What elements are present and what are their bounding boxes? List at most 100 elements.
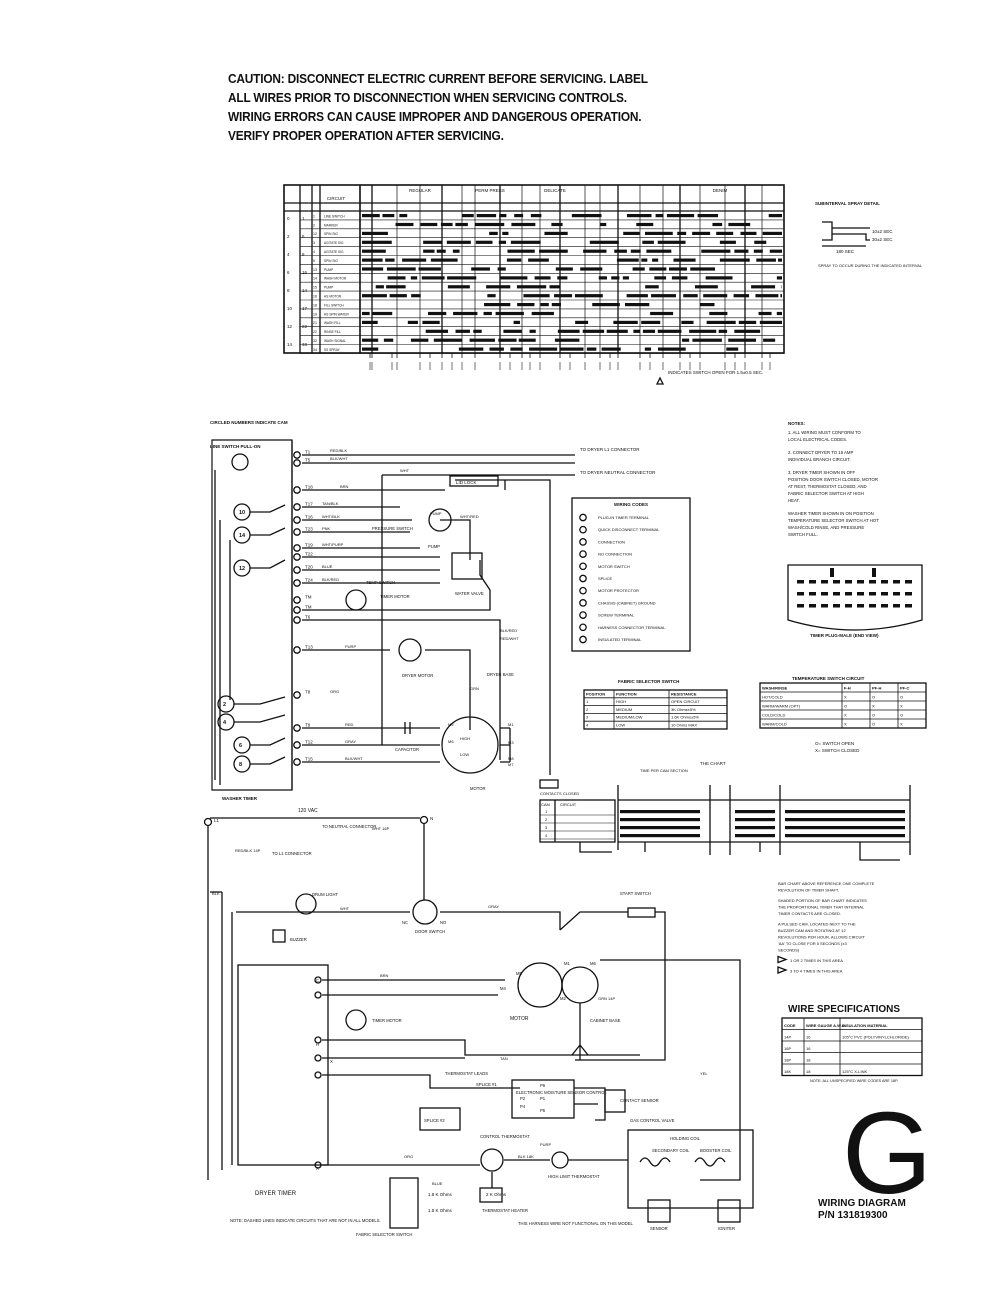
plug-pin xyxy=(845,592,852,596)
chart-bar xyxy=(575,320,589,324)
cam-number: 2 xyxy=(223,702,226,708)
temp-cell: X xyxy=(844,722,847,727)
chart-bar xyxy=(719,240,736,244)
motor-terminal-label: HIGH xyxy=(460,736,470,741)
diagram-reference: WIRING DIAGRAM P/N 131819300 xyxy=(818,1198,906,1222)
dryer-motor xyxy=(517,962,563,1008)
dryer-terminal-label: C xyxy=(316,978,319,983)
wire-spec-cell: 16P xyxy=(784,1046,791,1051)
lid-lock xyxy=(449,475,499,487)
subinterval-note: SPRAY TO OCCUR DURING THE INDICATED INTE… xyxy=(818,263,923,268)
note-line: LOCAL ELECTRICAL CODES. xyxy=(788,437,847,442)
chart-bar xyxy=(645,231,673,235)
wire-specs-title: WIRE SPECIFICATIONS xyxy=(788,1004,901,1015)
chart-bar xyxy=(423,249,435,253)
plug-pin xyxy=(797,604,804,608)
chart-bar xyxy=(395,222,414,227)
chart-bar xyxy=(411,294,421,298)
temp-cell: O xyxy=(872,695,875,700)
secondary-coil-label: SECONDARY COIL xyxy=(652,1148,690,1153)
chart-bar xyxy=(462,214,474,218)
caution-line-1: CAUTION: DISCONNECT ELECTRIC CURRENT BEF… xyxy=(228,72,648,86)
chart-bar xyxy=(544,231,568,235)
chart-bar xyxy=(681,320,694,324)
dryer-terminal-label: M4 xyxy=(500,986,506,991)
chart-bar xyxy=(751,285,776,289)
plug-pin xyxy=(857,580,864,584)
to-neutral-label: TO NEUTRAL CONNECTOR xyxy=(322,824,376,829)
plug-label: TIMER PLUG-MALE (END VIEW) xyxy=(810,633,879,638)
wiring-code-label: SPLICE xyxy=(598,576,613,581)
chart-bar xyxy=(383,338,394,342)
wire-spec-cell: 16 xyxy=(806,1046,811,1051)
plug-pin xyxy=(833,580,840,584)
fabric-cell: OPEN CIRCUIT xyxy=(671,699,700,704)
chart-bar xyxy=(498,240,507,244)
subinterval-title: SUBINTERVAL SPRAY DETAIL xyxy=(815,201,880,206)
washer-wire-label: RED/BLK xyxy=(330,448,347,453)
chart-bar xyxy=(763,338,776,342)
chart-bar xyxy=(677,231,687,235)
chart-bar xyxy=(517,303,535,307)
subinterval-spray-detail: SUBINTERVAL SPRAY DETAIL 10±2 SEC 30±2 S… xyxy=(815,201,923,268)
note-line: HEAT. xyxy=(788,498,800,503)
plug-pin xyxy=(809,580,816,584)
washer-terminal xyxy=(293,596,301,604)
chart-left-index: 1 xyxy=(302,216,305,221)
wiring-code-symbol xyxy=(579,586,587,595)
chart-bar xyxy=(498,338,517,342)
washer-terminal xyxy=(293,741,301,749)
dryer-terminal-label: M2 xyxy=(560,996,566,1001)
washer-terminal-label: T24 xyxy=(305,578,313,583)
dryer-terminal xyxy=(314,1036,322,1044)
legend-contact-box xyxy=(539,779,559,789)
to-dryer-neutral: TO DRYER NEUTRAL CONNECTOR xyxy=(580,470,656,475)
temp-cell: WARM/COLD xyxy=(762,722,787,727)
fabric-cell: HIGH xyxy=(616,699,626,704)
fabric-cell: 1.6K Ohms±5% xyxy=(671,715,699,720)
wire-spec-cell: 16 xyxy=(806,1035,811,1040)
plug-pin xyxy=(905,604,912,608)
chart-bar xyxy=(557,329,580,333)
chart-bar xyxy=(430,258,458,262)
plug-pin xyxy=(881,604,888,608)
washer-wire-label: PNK xyxy=(322,526,331,531)
plug-pin xyxy=(821,604,828,608)
motor-terminal-label: M7 xyxy=(508,762,514,767)
dryer-terminal-label: M1 xyxy=(564,961,570,966)
chart-bar xyxy=(436,249,446,253)
fabric-header: RESISTANCE xyxy=(671,691,697,696)
chart-bar xyxy=(362,258,383,262)
chart-bar xyxy=(733,294,750,298)
chart-bar xyxy=(633,329,641,333)
cam-switch-lines xyxy=(214,470,286,785)
washer-terminal-label: T5 xyxy=(305,458,311,463)
chart-header-delicate: DELICATE xyxy=(544,188,566,193)
timer-motor-label: TIMER MOTOR xyxy=(380,594,410,599)
chart-bar xyxy=(433,338,463,342)
chart-bar xyxy=(649,267,667,271)
chart-bar xyxy=(399,214,408,218)
chart-bar xyxy=(510,240,541,244)
chart-left-index: 17 xyxy=(302,306,308,311)
chart-bar xyxy=(495,311,524,316)
dryer-terminal-label: M5 xyxy=(516,971,522,976)
chart-bar xyxy=(644,347,652,351)
washer-wire-label: BRN xyxy=(340,484,349,489)
temp-cell: X xyxy=(900,722,903,727)
chart-bar xyxy=(362,347,379,351)
dryer-terminal-label: P5 xyxy=(540,1108,546,1113)
temp-cell: O xyxy=(900,713,903,718)
chart-bar xyxy=(476,214,497,218)
dryer-wire-label: BLK 18K xyxy=(518,1154,534,1159)
chart-bar xyxy=(709,311,728,316)
chart-bar xyxy=(776,276,782,280)
dryer-wire-label: BLUE xyxy=(432,1181,443,1186)
chart-bar xyxy=(421,276,445,280)
chart-cam-number: 13 xyxy=(313,268,317,272)
dryer-chart-bar xyxy=(620,810,700,814)
washer-terminal-label: T9 xyxy=(305,723,311,728)
chart-bar xyxy=(557,276,568,280)
dryer-chart-bar xyxy=(620,826,700,830)
